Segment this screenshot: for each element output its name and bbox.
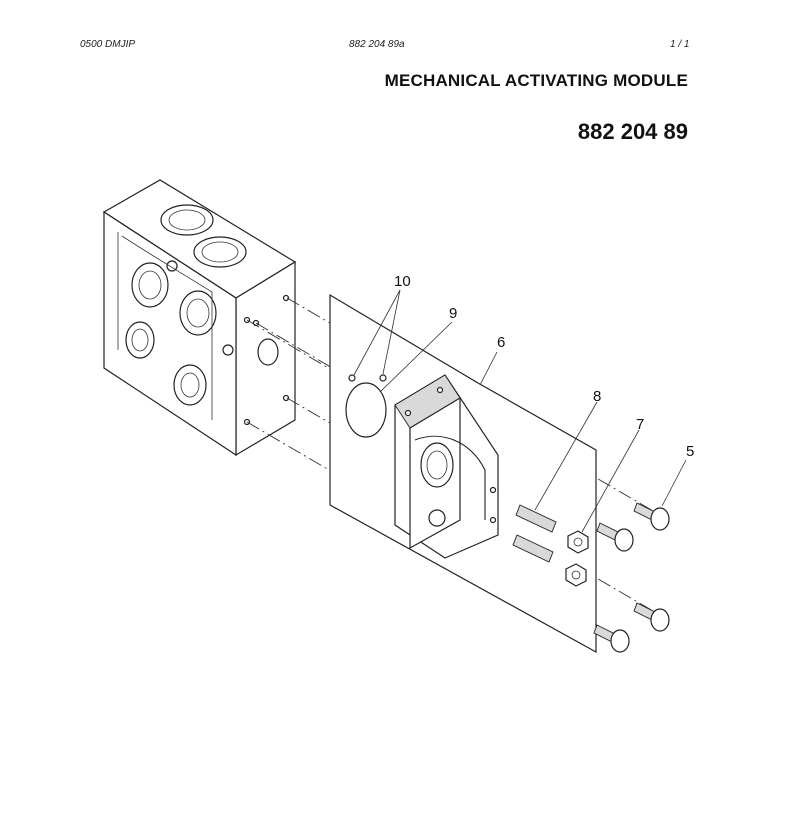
studs xyxy=(512,504,557,563)
drawing-reference: 882 204 89a xyxy=(349,39,405,50)
leader-lines xyxy=(353,289,687,533)
part-number: 882 204 89 xyxy=(577,119,688,144)
callout-5: 5 xyxy=(686,443,694,460)
callout-9: 9 xyxy=(449,305,457,322)
screws xyxy=(593,502,670,653)
page-indicator: 1 / 1 xyxy=(670,39,690,50)
doc-code: 0500 DMJIP xyxy=(80,39,136,50)
valve-body xyxy=(102,179,297,457)
activating-housing xyxy=(394,374,499,559)
callout-8: 8 xyxy=(593,388,601,405)
nuts xyxy=(565,530,589,587)
callout-6: 6 xyxy=(497,334,505,351)
page-title: MECHANICAL ACTIVATING MODULE xyxy=(384,71,688,90)
callout-10: 10 xyxy=(394,273,411,290)
callout-7: 7 xyxy=(636,416,644,433)
